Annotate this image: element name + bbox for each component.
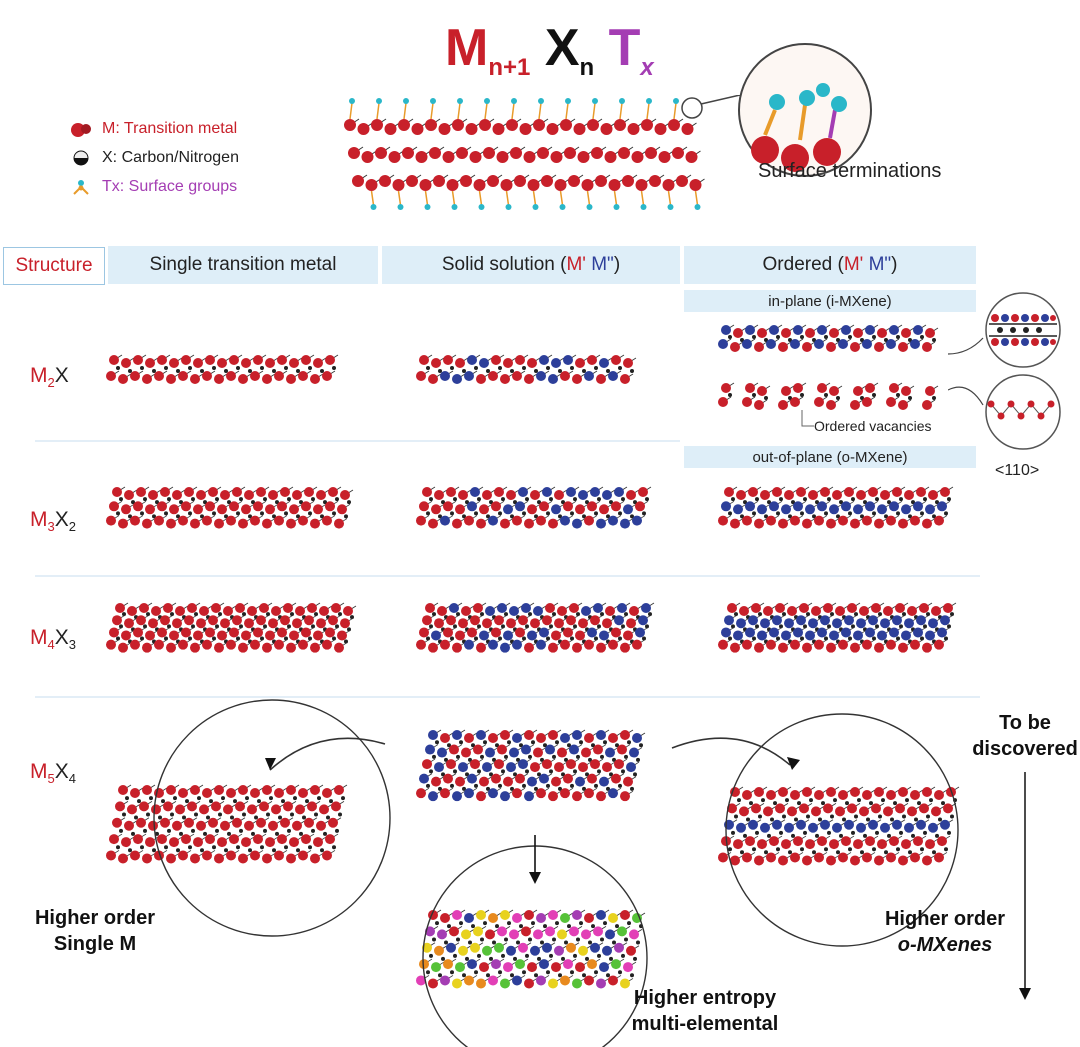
mxene-top-slab [344, 98, 705, 210]
subheader-out-of-plane: out-of-plane (o-MXene) [684, 446, 976, 468]
discovery-arrowhead [1019, 988, 1031, 1000]
direction-label: <110> [995, 462, 1040, 479]
zoom-circle-in-plane [985, 292, 1061, 368]
slab-m2x-solid [416, 354, 637, 384]
structure-label: Structure [3, 247, 105, 285]
slab-m5x4-o-mxene [718, 786, 960, 866]
slab-m4x3-ordered [718, 602, 957, 653]
header-single-transition-metal: Single transition metal [108, 246, 378, 284]
header-solid-solution: Solid solution (M' M") [382, 246, 680, 284]
slab-m5x4-single [106, 784, 348, 864]
termination-closeup [751, 83, 847, 172]
slab-m2x-vacancy [718, 382, 939, 410]
row-label-m5x4: M5X4 [30, 760, 76, 787]
slab-m4x3-solid [416, 602, 655, 653]
row-divider [35, 696, 980, 698]
arrow-left-curve [269, 737, 386, 771]
arrowhead-left [265, 758, 276, 770]
magnifier-circle [738, 43, 872, 177]
slab-m5x4-center [416, 729, 646, 802]
row-label-m2x: M2X [30, 364, 69, 391]
arrow-right-curve [671, 737, 791, 766]
half-black-sphere-icon [73, 150, 89, 166]
surface-group-icon [73, 180, 89, 195]
legend-item-carbon: X: Carbon/Nitrogen [70, 143, 239, 173]
arrowhead-right [787, 757, 800, 770]
formula-title: Mn+1 Xn Tx [445, 19, 654, 81]
legend-item-surface: Tx: Surface groups [70, 173, 239, 201]
slab-m2x-in-plane [718, 324, 939, 352]
slab-m3x2-ordered [718, 486, 954, 529]
slab-m2x-single [106, 354, 339, 384]
to-be-discovered-label: To be discovered [972, 712, 1078, 760]
higher-order-o-mxene-label: Higher order o-MXenes [884, 908, 1006, 956]
header-ordered: Ordered (M' M") [684, 246, 976, 284]
subheader-in-plane: in-plane (i-MXene) [684, 290, 976, 312]
row-divider [35, 575, 980, 577]
surface-terminations-label: Surface terminations [758, 160, 942, 182]
legend-item-metal: M: Transition metal [70, 115, 239, 143]
vacancy-pointer-line [801, 410, 814, 427]
row-label-m4x3: M4X3 [30, 626, 76, 653]
slab-m3x2-solid [416, 486, 652, 529]
slab-m4x3-single [106, 602, 357, 653]
red-sphere-icon [71, 123, 91, 137]
connector-in-plane [948, 337, 984, 355]
magnifier-connector [681, 95, 741, 119]
row-divider [35, 440, 680, 442]
arrowhead-down [529, 872, 541, 884]
atom-zigzag-vacancy [987, 400, 1055, 420]
higher-entropy-label: Higher entropy multi-elemental [631, 987, 779, 1035]
atom-row-in-plane [991, 314, 1056, 346]
connector-vacancy [948, 386, 984, 406]
higher-order-single-label: Higher order Single M [34, 907, 156, 955]
zoom-circle-vacancy [985, 374, 1061, 450]
row-label-m3x2: M3X2 [30, 508, 76, 535]
slab-m3x2-single [106, 486, 354, 529]
ordered-vacancies-label: Ordered vacancies [812, 418, 934, 434]
legend: M: Transition metal X: Carbon/Nitrogen T… [70, 115, 239, 201]
